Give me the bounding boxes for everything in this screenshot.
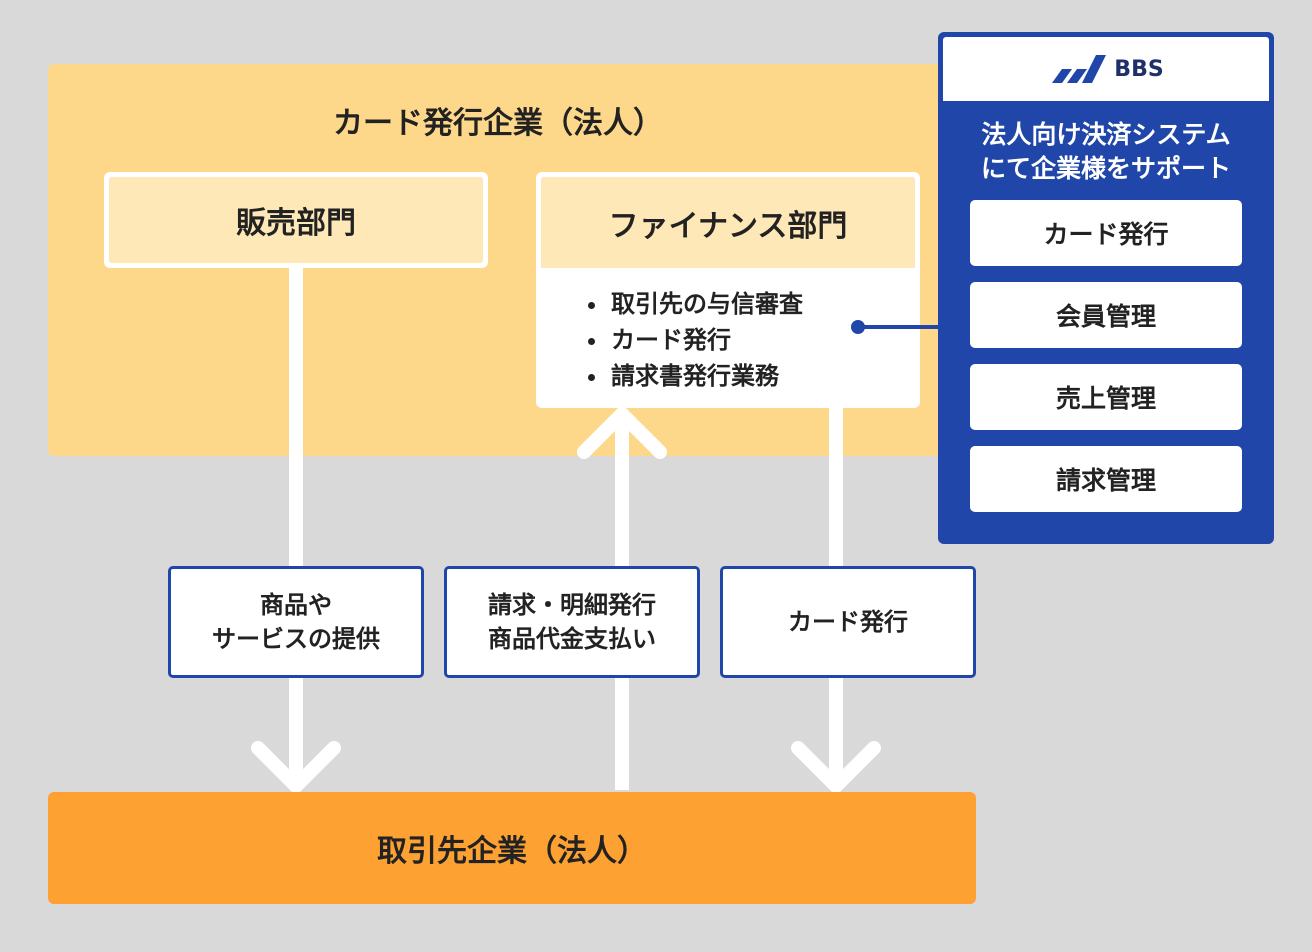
finance-dept-box: ファイナンス部門 取引先の与信審査 カード発行 請求書発行業務 [536,172,920,408]
duty-item: 取引先の与信審査 [588,286,915,322]
flow-label-goods-services: 商品や サービスの提供 [168,566,424,678]
finance-dept-name: ファイナンス部門 [541,177,915,268]
bbs-tagline-line: にて企業様をサポート [980,154,1231,183]
sales-dept-box: 販売部門 [104,172,488,268]
duty-item: カード発行 [588,322,915,358]
bbs-connector-line [858,325,940,329]
sales-dept-name: 販売部門 [109,177,483,263]
client-company-box: 取引先企業（法人） [48,792,976,904]
flow-label-line: 請求・明細発行 [488,591,656,619]
duty-item: 請求書発行業務 [588,358,915,394]
bbs-logo-text: BBS [1114,56,1164,82]
card-issuer-title: カード発行企業（法人） [333,106,663,141]
flow-label-line: 商品代金支払い [488,625,656,653]
finance-duties-list: 取引先の与信審査 カード発行 請求書発行業務 [541,286,915,394]
bbs-logo: BBS [943,37,1269,101]
card-down-arrow-head [791,741,881,793]
flow-label-line: カード発行 [788,608,908,636]
bbs-service-billing-mgmt: 請求管理 [970,446,1242,512]
bbs-tagline: 法人向け決済システム にて企業様をサポート [938,118,1274,186]
bbs-tagline-line: 法人向け決済システム [981,120,1231,149]
flow-label-card-issue: カード発行 [720,566,976,678]
bbs-service-member-mgmt: 会員管理 [970,282,1242,348]
flow-label-line: サービスの提供 [212,625,380,653]
bbs-logo-mark-icon [1052,55,1107,83]
bbs-service-sales-mgmt: 売上管理 [970,364,1242,430]
sales-down-arrow-head [251,741,341,793]
bbs-connector-dot [851,320,865,334]
flow-label-billing-payment: 請求・明細発行 商品代金支払い [444,566,700,678]
bbs-service-card-issue: カード発行 [970,200,1242,266]
flow-label-line: 商品や [260,591,332,619]
